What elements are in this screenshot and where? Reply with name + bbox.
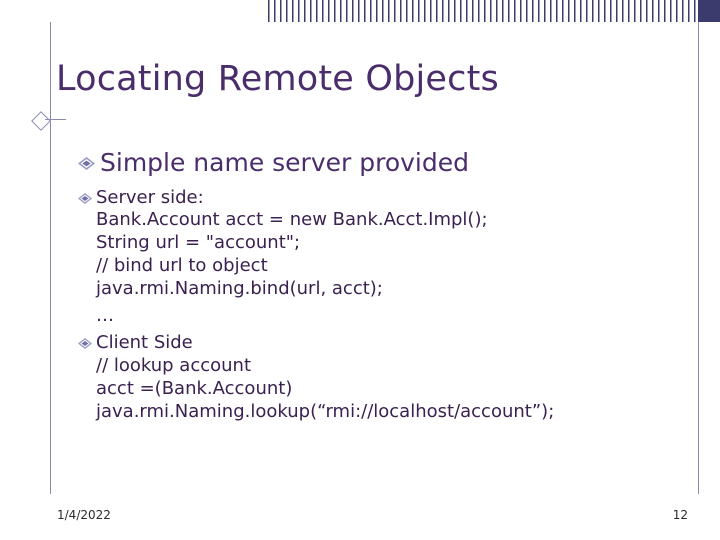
- diamond-bullet-icon: [78, 157, 95, 170]
- bullet-level1-label: Simple name server provided: [100, 148, 469, 177]
- server-code-line-1: Bank.Account acct = new Bank.Acct.Impl()…: [96, 209, 488, 231]
- top-bar-right-square: [698, 0, 720, 22]
- top-decorative-bar: [0, 0, 720, 22]
- ellipsis-line: …: [96, 304, 114, 326]
- right-vertical-rule: [698, 22, 699, 494]
- top-bar-left-blank: [0, 0, 268, 22]
- footer-date: 1/4/2022: [57, 508, 111, 522]
- bullet-client-side: Client Side // lookup account acct =(Ban…: [78, 330, 678, 423]
- diamond-bullet-icon: [78, 338, 92, 350]
- diamond-bullet-icon: [78, 192, 92, 204]
- left-vertical-rule: [50, 22, 51, 494]
- client-code-line-1: // lookup account: [96, 355, 252, 377]
- client-side-block: Client Side // lookup account acct =(Ban…: [96, 330, 554, 423]
- client-code-line-3: java.rmi.Naming.lookup(“rmi://localhost/…: [96, 400, 555, 422]
- slide-body: Simple name server provided Server side:…: [78, 148, 678, 424]
- server-code-line-4: java.rmi.Naming.bind(url, acct);: [96, 277, 383, 299]
- left-rule-diamond-icon: [31, 111, 66, 131]
- bullet-server-side: Server side: Bank.Account acct = new Ban…: [78, 185, 678, 301]
- server-code-line-3: // bind url to object: [96, 255, 268, 277]
- server-side-heading: Server side:: [96, 186, 204, 208]
- client-code-line-2: acct =(Bank.Account): [96, 378, 293, 400]
- client-side-heading: Client Side: [96, 332, 193, 354]
- server-side-block: Server side: Bank.Account acct = new Ban…: [96, 185, 488, 301]
- footer-page-number: 12: [672, 508, 688, 522]
- server-code-line-2: String url = "account";: [96, 232, 301, 254]
- top-bar-hatch-pattern: [268, 0, 698, 22]
- page-title: Locating Remote Objects: [56, 59, 499, 99]
- bullet-level1: Simple name server provided: [78, 148, 678, 179]
